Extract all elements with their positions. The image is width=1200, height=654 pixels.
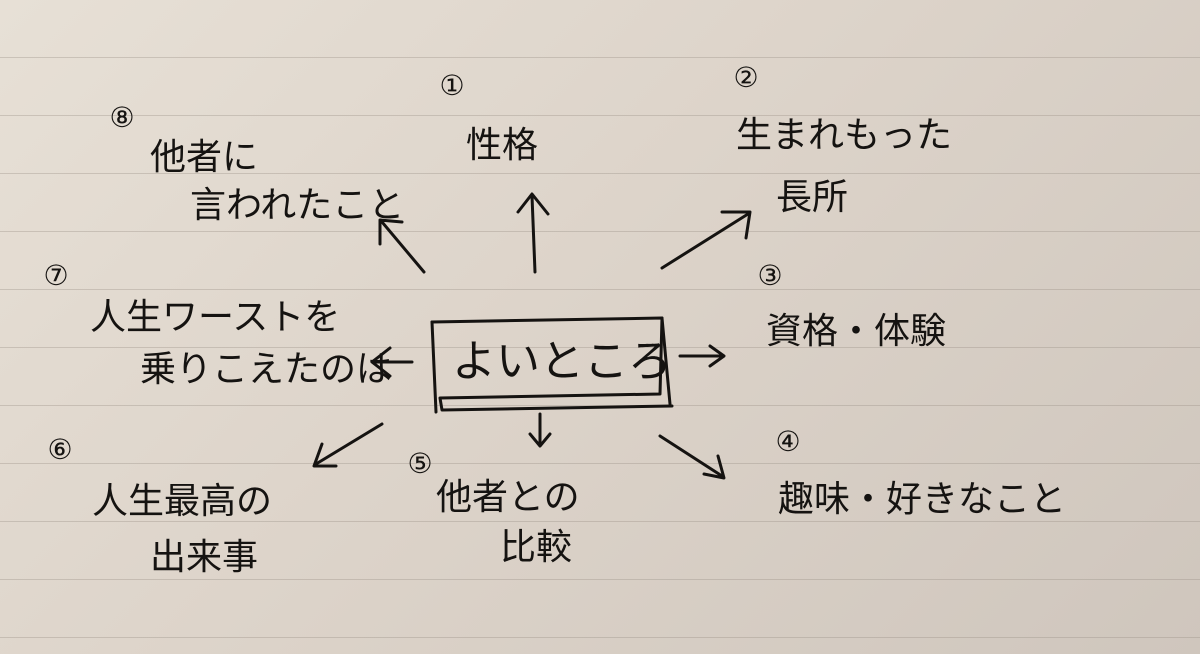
- node-7-label-line-2: 乗りこえたのは: [140, 349, 393, 390]
- node-3-number: ③: [757, 259, 783, 292]
- node-2-label-line-2: 長所: [776, 177, 849, 218]
- node-6-label-line-2: 出来事: [150, 537, 259, 578]
- node-5-label-line-2: 比較: [500, 527, 573, 568]
- node-2-number: ②: [733, 61, 759, 94]
- node-3-label: 資格・体験: [766, 311, 947, 352]
- node-5-number: ⑤: [407, 447, 433, 480]
- node-8-label-line-2: 言われたこと: [190, 185, 405, 226]
- node-2-label-line-1: 生まれもった: [736, 115, 953, 156]
- node-1-label: 性格: [466, 125, 539, 166]
- node-5-label-line-1: 他者との: [436, 477, 580, 518]
- node-8-label-line-1: 他者に: [150, 137, 259, 178]
- node-6-label-line-1: 人生最高の: [92, 481, 273, 522]
- center-label: よいところ: [452, 336, 672, 387]
- node-6-number: ⑥: [47, 433, 73, 466]
- node-4-number: ④: [775, 425, 801, 458]
- node-7-number: ⑦: [43, 259, 69, 292]
- node-7-label-line-1: 人生ワーストを: [90, 297, 341, 338]
- node-8-number: ⑧: [109, 101, 135, 134]
- node-4-label: 趣味・好きなこと: [778, 479, 1067, 520]
- node-1-number: ①: [439, 69, 465, 102]
